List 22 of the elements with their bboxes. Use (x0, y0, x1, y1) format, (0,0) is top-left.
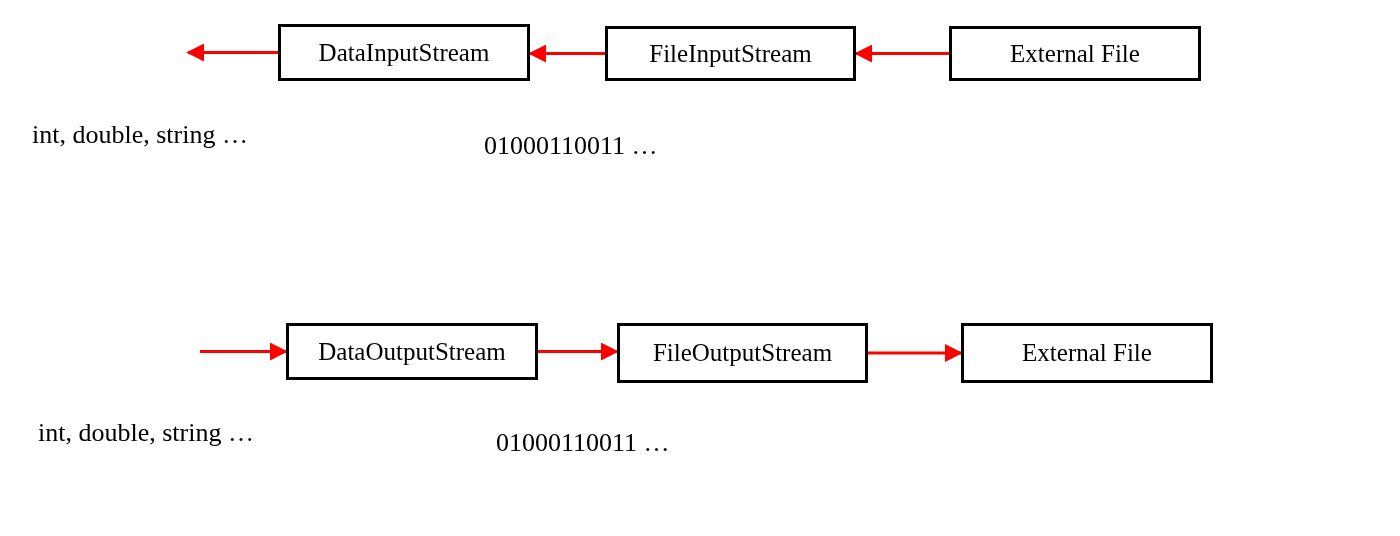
box-label: DataOutputStream (318, 337, 506, 366)
data-label: 01000110011 … (484, 131, 658, 161)
stream-box (605, 26, 856, 81)
box-label: FileInputStream (649, 39, 812, 68)
arrow (538, 342, 619, 361)
stream-box (286, 323, 538, 380)
stream-box (949, 26, 1201, 81)
stream-box (961, 323, 1213, 383)
box-label: DataInputStream (318, 38, 490, 67)
arrow (186, 43, 278, 62)
data-label: int, double, string … (32, 120, 248, 150)
arrow (854, 44, 949, 63)
data-label: 01000110011 … (496, 428, 670, 458)
arrow (200, 342, 288, 361)
box-label: External File (1010, 39, 1140, 68)
arrow (868, 344, 963, 362)
box-label: FileOutputStream (652, 339, 833, 367)
data-label: int, double, string … (38, 418, 254, 448)
stream-box (617, 323, 868, 383)
stream-box (278, 24, 530, 81)
box-label: External File (1022, 339, 1152, 367)
arrow (528, 44, 605, 63)
